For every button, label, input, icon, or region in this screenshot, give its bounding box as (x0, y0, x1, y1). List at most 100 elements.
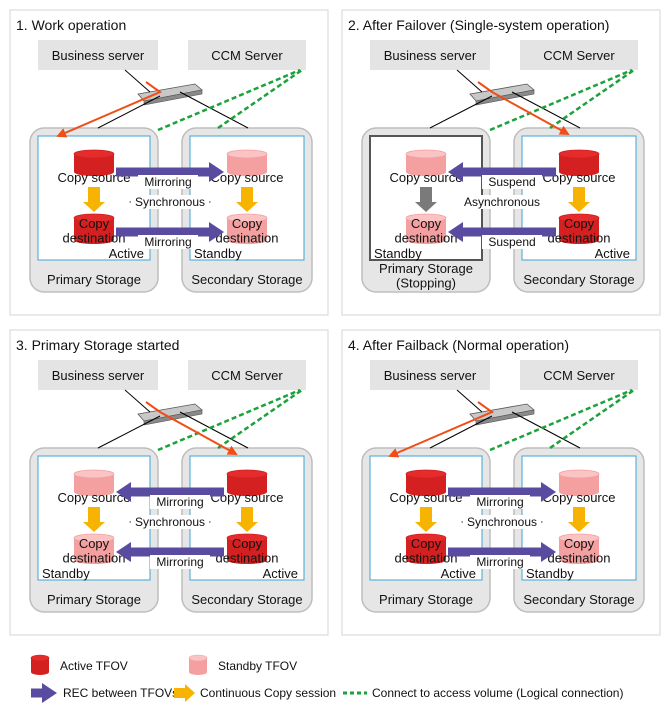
sync-label-bg (130, 515, 210, 529)
ccm-server-box (188, 360, 306, 390)
business-server-box (370, 40, 490, 70)
business-server-label: Business server (52, 368, 145, 383)
cylinder-body (74, 474, 114, 496)
logical-connection-line (549, 388, 635, 450)
panel-title: 4. After Failback (Normal operation) (348, 337, 569, 353)
ccm-server-box (520, 40, 638, 70)
copy-destination-volume (558, 213, 600, 244)
network-switch-icon (469, 83, 535, 106)
standby-tfov-icon (188, 654, 208, 675)
storage-state: Standby (526, 566, 574, 581)
rec-label-top: Mirroring (144, 175, 191, 189)
server-link (456, 389, 483, 413)
sync-label-bg (459, 195, 545, 209)
cylinder-body (227, 154, 267, 176)
ccm-server-label: CCM Server (543, 48, 615, 63)
rec-label-bg (150, 495, 210, 509)
rec-label-bg (138, 235, 198, 249)
storage-label: Secondary Storage (523, 272, 634, 287)
sync-indicator: Asynchronous (459, 195, 545, 209)
switch-link-secondary (179, 91, 249, 129)
cylinder-top (30, 654, 50, 662)
business-server-box (370, 360, 490, 390)
switch-link-secondary (511, 91, 581, 129)
copy-session-arrow (236, 187, 258, 212)
rec-arrow-bottom (448, 222, 556, 242)
switch-link-primary (97, 95, 161, 129)
panel-2: 2. After Failover (Single-system operati… (341, 9, 661, 316)
copy-source-label: Copy source (390, 490, 463, 505)
cylinder-body (559, 474, 599, 496)
legend-standby-tfov: Standby TFOV (188, 654, 297, 675)
rec-label-bottom: Mirroring (144, 235, 191, 249)
sync-label: Synchronous (135, 195, 205, 209)
ccm-server-box (188, 40, 306, 70)
copy-source-label: Copy source (58, 170, 131, 185)
copy-destination-volume (226, 213, 268, 244)
switch-link-primary (97, 415, 161, 449)
rec-label-bottom: Mirroring (476, 555, 523, 569)
ccm-server-box (520, 360, 638, 390)
copy-source-label: Copy source (543, 170, 616, 185)
cylinder-top (405, 533, 447, 543)
sync-label: Synchronous (467, 515, 537, 529)
cylinder-top (226, 533, 268, 543)
cylinder-top (405, 213, 447, 223)
cylinder-top (73, 469, 115, 479)
storage-state: Active (595, 246, 630, 261)
server-link (456, 69, 483, 93)
rec-arrow-top (116, 482, 224, 502)
server-link (124, 389, 151, 413)
storage-label: Secondary Storage (523, 592, 634, 607)
legend-logical-label: Connect to access volume (Logical connec… (372, 686, 623, 700)
copy-source-volume (558, 469, 600, 496)
legend-standby-label: Standby TFOV (218, 659, 297, 673)
cylinder-top (558, 213, 600, 223)
switch-link-secondary (511, 411, 581, 449)
legend: Active TFOV Standby TFOV REC between TFO… (30, 654, 623, 703)
cylinder-body (559, 218, 599, 244)
active-tfov-icon (30, 654, 50, 675)
legend-rec-label: REC between TFOVs (63, 686, 178, 700)
rec-label-top: Mirroring (476, 495, 523, 509)
storage-state: Active (263, 566, 298, 581)
storage-label: Secondary Storage (191, 272, 302, 287)
rec-arrow-bottom (116, 222, 224, 242)
copy-source-label: Copy source (211, 170, 284, 185)
rec-arrow-top (116, 162, 224, 182)
copy-source-label: Copy source (58, 490, 131, 505)
copy-session-arrow (415, 507, 437, 532)
copy-destination-volume (226, 533, 268, 564)
legend-logical-connection: Connect to access volume (Logical connec… (343, 686, 623, 700)
cylinder-body (31, 658, 49, 675)
copy-legend-arrow (174, 684, 195, 702)
sync-label-bg (462, 515, 542, 529)
business-server-label: Business server (384, 368, 477, 383)
switch-link-primary (429, 95, 493, 129)
cylinder-body (227, 218, 267, 244)
cylinder-body (559, 538, 599, 564)
storage-state: Active (441, 566, 476, 581)
panel-4: 4. After Failback (Normal operation) Busi… (341, 329, 661, 636)
sync-indicator: Synchronous (461, 515, 543, 529)
rec-label-bg (138, 175, 198, 189)
copy-source-label: Copy source (211, 490, 284, 505)
storage-state: Standby (374, 246, 422, 261)
copy-session-arrow-icon (174, 684, 195, 702)
sync-indicator: Synchronous (129, 195, 211, 209)
ccm-server-label: CCM Server (543, 368, 615, 383)
logical-connection-line (489, 388, 633, 452)
cylinder-top (558, 149, 600, 159)
copy-source-volume (558, 149, 600, 176)
cylinder-top (558, 469, 600, 479)
cylinder-top (73, 149, 115, 159)
rec-label-bg (470, 495, 530, 509)
business-path-arrow (56, 81, 163, 138)
rec-label-bottom: Mirroring (156, 555, 203, 569)
